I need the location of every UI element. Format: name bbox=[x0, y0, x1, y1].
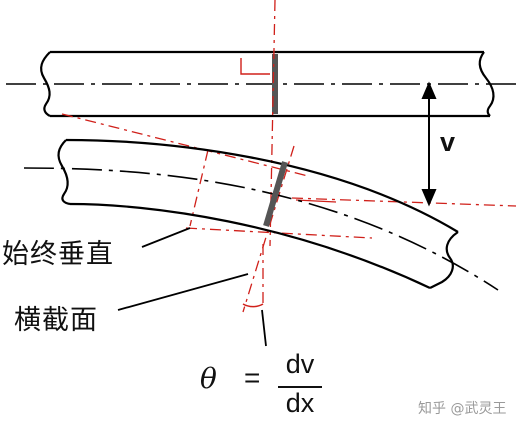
inclined-section-line bbox=[242, 145, 295, 313]
watermark: 知乎 @武灵王 bbox=[418, 401, 507, 417]
tangent-stub bbox=[295, 199, 337, 203]
always-perpendicular-label: 始终垂直 bbox=[2, 239, 114, 270]
vertical-reference-line bbox=[269, 0, 276, 247]
horizontal-reference-line bbox=[291, 197, 517, 207]
bent-beam bbox=[57, 138, 459, 289]
formula-denominator: dx bbox=[285, 388, 315, 418]
tangent-line bbox=[185, 227, 373, 239]
straight-beam-right-break bbox=[478, 51, 495, 117]
red-construction-lines bbox=[61, 0, 517, 313]
arrowhead-down bbox=[421, 189, 437, 207]
slanted-reference-line bbox=[61, 113, 309, 177]
slope-formula: θ = dv dx bbox=[200, 349, 325, 424]
leader-lines bbox=[117, 227, 249, 311]
bent-beam-neutral-axis bbox=[23, 167, 499, 291]
theta-pointer bbox=[261, 309, 267, 347]
bent-beam-left-break bbox=[57, 139, 71, 206]
theta-angle-arc bbox=[242, 303, 264, 308]
equals-sign: = bbox=[244, 362, 261, 393]
deflection-arrow bbox=[421, 81, 437, 207]
leader-cross-section bbox=[117, 273, 249, 311]
bent-beam-cross-section bbox=[263, 161, 288, 227]
deflection-label: v bbox=[440, 127, 456, 157]
right-angle-mark-top bbox=[240, 58, 270, 75]
formula-numerator: dv bbox=[285, 349, 315, 379]
fraction-bar bbox=[278, 386, 322, 388]
reference-tick-left bbox=[189, 149, 209, 227]
arrowhead-up bbox=[421, 81, 437, 99]
bent-beam-top-edge bbox=[65, 138, 459, 233]
bent-beam-bottom-edge bbox=[69, 202, 431, 289]
straight-beam-left-break bbox=[40, 51, 51, 117]
straight-beam bbox=[40, 50, 495, 118]
theta-symbol: θ bbox=[200, 362, 217, 395]
bent-beam-right-break bbox=[429, 231, 459, 289]
cross-section-label: 横截面 bbox=[14, 305, 98, 336]
leader-perpendicular bbox=[141, 227, 191, 248]
